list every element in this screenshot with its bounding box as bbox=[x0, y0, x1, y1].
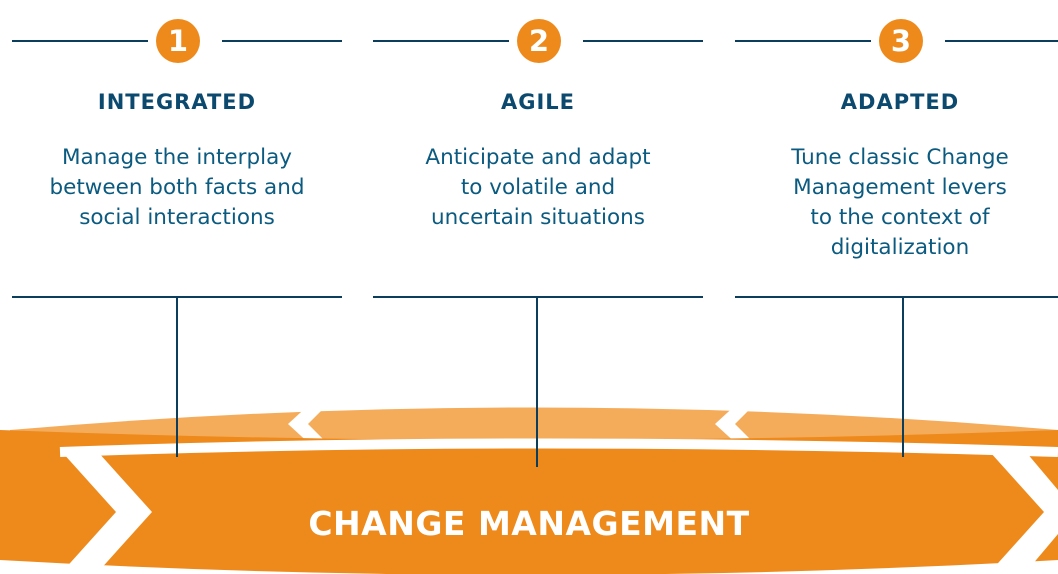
pillar-1-number-badge: 1 bbox=[156, 19, 200, 63]
pillar-2-bottom-line bbox=[373, 296, 703, 298]
pillar-3-number-badge: 3 bbox=[879, 19, 923, 63]
pillar-agile: 2 AGILE Anticipate and adapt to volatile… bbox=[373, 0, 703, 300]
pillar-2-description: Anticipate and adapt to volatile and unc… bbox=[425, 145, 651, 230]
pillar-1-bottom-line bbox=[12, 296, 342, 298]
pillar-adapted: 3 ADAPTED Tune classic Change Management… bbox=[735, 0, 1058, 300]
ring-back-chevron-left bbox=[288, 402, 330, 446]
pillar-integrated: 1 INTEGRATED Manage the interplay betwee… bbox=[12, 0, 342, 300]
pillar-1-top-line-left bbox=[12, 40, 148, 42]
ring-front-chevron-left bbox=[62, 452, 152, 572]
pillar-2-title: AGILE bbox=[500, 90, 576, 114]
ring-front-chevron-right bbox=[990, 452, 1058, 572]
ring-front-surface bbox=[0, 430, 1058, 574]
pillar-1-description: Manage the interplay between both facts … bbox=[49, 145, 305, 230]
pillar-2-number-badge: 2 bbox=[517, 19, 561, 63]
pillar-3-title: ADAPTED bbox=[840, 90, 960, 114]
pillar-2-top-line-right bbox=[583, 40, 703, 42]
pillar-1-stem bbox=[176, 297, 178, 457]
pillar-3-top-line-left bbox=[735, 40, 871, 42]
pillar-3-bottom-line bbox=[735, 296, 1058, 298]
pillar-2-top-line-left bbox=[373, 40, 509, 42]
ring-inner-edge bbox=[59, 438, 1058, 457]
pillar-1-top-line-right bbox=[222, 40, 342, 42]
change-management-label: CHANGE MANAGEMENT bbox=[308, 504, 750, 543]
pillar-1-title: INTEGRATED bbox=[97, 90, 257, 114]
pillar-3-top-line-right bbox=[945, 40, 1058, 42]
pillar-3-description: Tune classic Change Management levers to… bbox=[791, 145, 1009, 260]
ring-back-chevron-right bbox=[715, 402, 757, 446]
pillar-3-stem bbox=[902, 297, 904, 457]
pillar-2-stem bbox=[536, 297, 538, 467]
